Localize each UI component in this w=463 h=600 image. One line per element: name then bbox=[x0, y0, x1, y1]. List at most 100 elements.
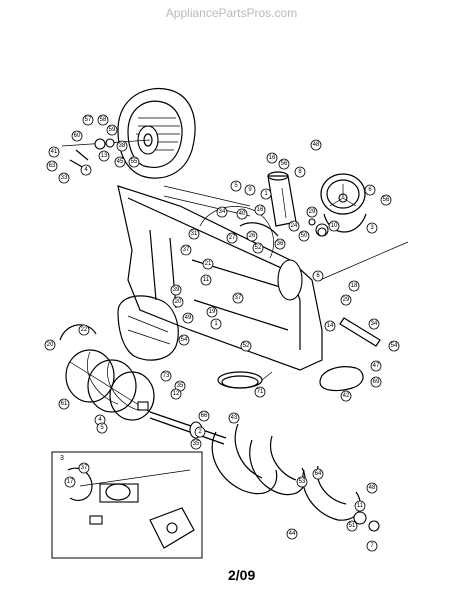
callout: 7 bbox=[366, 540, 378, 552]
callout: 37 bbox=[232, 292, 244, 304]
callout: 34 bbox=[216, 206, 228, 218]
svg-text:48: 48 bbox=[313, 142, 320, 148]
callout: 52 bbox=[240, 340, 252, 352]
callout: 12 bbox=[170, 388, 182, 400]
callout: 47 bbox=[370, 360, 382, 372]
impeller-housing-drawing bbox=[61, 87, 196, 179]
svg-text:49: 49 bbox=[185, 315, 192, 321]
callout: 73 bbox=[160, 370, 172, 382]
svg-text:29: 29 bbox=[309, 209, 316, 215]
svg-text:16: 16 bbox=[257, 207, 264, 213]
svg-text:50: 50 bbox=[301, 233, 308, 239]
svg-text:4: 4 bbox=[98, 417, 102, 423]
callout: 66 bbox=[198, 410, 210, 422]
svg-text:14: 14 bbox=[327, 323, 334, 329]
callout: 54 bbox=[178, 334, 190, 346]
callout: 19 bbox=[206, 306, 218, 318]
callout: 49 bbox=[182, 312, 194, 324]
svg-text:5: 5 bbox=[100, 425, 104, 431]
callout: 60 bbox=[71, 130, 83, 142]
svg-text:34: 34 bbox=[371, 321, 378, 327]
svg-text:36: 36 bbox=[277, 241, 284, 247]
callout: 14 bbox=[324, 320, 336, 332]
callout: 11 bbox=[354, 500, 366, 512]
svg-text:39: 39 bbox=[173, 287, 180, 293]
svg-text:61: 61 bbox=[61, 401, 68, 407]
callout: 9 bbox=[244, 184, 256, 196]
chute-and-pulley-drawing bbox=[267, 171, 367, 237]
svg-text:43: 43 bbox=[231, 415, 238, 421]
svg-text:57: 57 bbox=[85, 117, 92, 123]
svg-text:48: 48 bbox=[369, 485, 376, 491]
svg-text:31: 31 bbox=[191, 231, 198, 237]
svg-text:3: 3 bbox=[370, 225, 374, 231]
callout: 13 bbox=[98, 150, 110, 162]
callout: 3 bbox=[366, 222, 378, 234]
callout: 41 bbox=[48, 146, 60, 158]
svg-text:1: 1 bbox=[214, 321, 218, 327]
svg-text:69: 69 bbox=[373, 379, 380, 385]
svg-text:63: 63 bbox=[49, 163, 56, 169]
svg-text:44: 44 bbox=[289, 531, 296, 537]
inset-label: 3 bbox=[60, 455, 64, 462]
svg-text:22: 22 bbox=[81, 327, 88, 333]
callout: 61 bbox=[58, 398, 70, 410]
cable-drawing bbox=[217, 371, 273, 389]
svg-text:29: 29 bbox=[343, 297, 350, 303]
callout: 24 bbox=[288, 220, 300, 232]
svg-text:37: 37 bbox=[183, 247, 190, 253]
callout: 48 bbox=[366, 482, 378, 494]
svg-text:18: 18 bbox=[351, 283, 358, 289]
callout: 31 bbox=[188, 228, 200, 240]
svg-text:37: 37 bbox=[81, 465, 88, 471]
callout: 18 bbox=[348, 280, 360, 292]
callout: 71 bbox=[254, 386, 266, 398]
callout: 20 bbox=[44, 339, 56, 351]
callout: 55 bbox=[128, 156, 140, 168]
svg-text:56: 56 bbox=[281, 161, 288, 167]
callout: 4 bbox=[94, 414, 106, 426]
svg-text:19: 19 bbox=[209, 309, 216, 315]
svg-text:40: 40 bbox=[239, 211, 246, 217]
svg-text:20: 20 bbox=[47, 342, 54, 348]
svg-text:9: 9 bbox=[248, 187, 252, 193]
auger-shaft-drawing bbox=[149, 411, 227, 445]
callout: 50 bbox=[298, 230, 310, 242]
callout: 43 bbox=[228, 412, 240, 424]
callout: 42 bbox=[340, 390, 352, 402]
callout: 10 bbox=[328, 220, 340, 232]
svg-text:51: 51 bbox=[349, 523, 356, 529]
callout: 16 bbox=[254, 204, 266, 216]
callout: 26 bbox=[246, 230, 258, 242]
svg-text:38: 38 bbox=[119, 143, 126, 149]
callout-layer: 57 58 59 60 41 63 33 4 13 45 55 38 16 56… bbox=[44, 114, 400, 552]
svg-text:16: 16 bbox=[269, 155, 276, 161]
svg-text:58: 58 bbox=[100, 117, 107, 123]
right-auger-drawing bbox=[211, 423, 380, 532]
svg-text:66: 66 bbox=[201, 413, 208, 419]
svg-text:12: 12 bbox=[173, 391, 180, 397]
callout: 52 bbox=[252, 242, 264, 254]
svg-text:52: 52 bbox=[243, 343, 250, 349]
svg-text:20: 20 bbox=[175, 299, 182, 305]
callout: 35 bbox=[190, 438, 202, 450]
callout: 36 bbox=[274, 238, 286, 250]
callout: 51 bbox=[346, 520, 358, 532]
svg-text:42: 42 bbox=[343, 393, 350, 399]
svg-text:1: 1 bbox=[264, 191, 268, 197]
svg-text:55: 55 bbox=[131, 159, 138, 165]
svg-text:4: 4 bbox=[84, 167, 88, 173]
svg-text:71: 71 bbox=[257, 389, 264, 395]
svg-text:35: 35 bbox=[193, 441, 200, 447]
svg-text:45: 45 bbox=[117, 159, 124, 165]
callout: 38 bbox=[116, 140, 128, 152]
callout: 48 bbox=[310, 139, 322, 151]
callout: 29 bbox=[340, 294, 352, 306]
svg-text:21: 21 bbox=[205, 261, 212, 267]
svg-text:33: 33 bbox=[61, 175, 68, 181]
skid-shoe-drawing bbox=[319, 317, 381, 392]
callout: 39 bbox=[170, 284, 182, 296]
svg-text:52: 52 bbox=[255, 245, 262, 251]
svg-text:24: 24 bbox=[291, 223, 298, 229]
callout: 5 bbox=[96, 422, 108, 434]
